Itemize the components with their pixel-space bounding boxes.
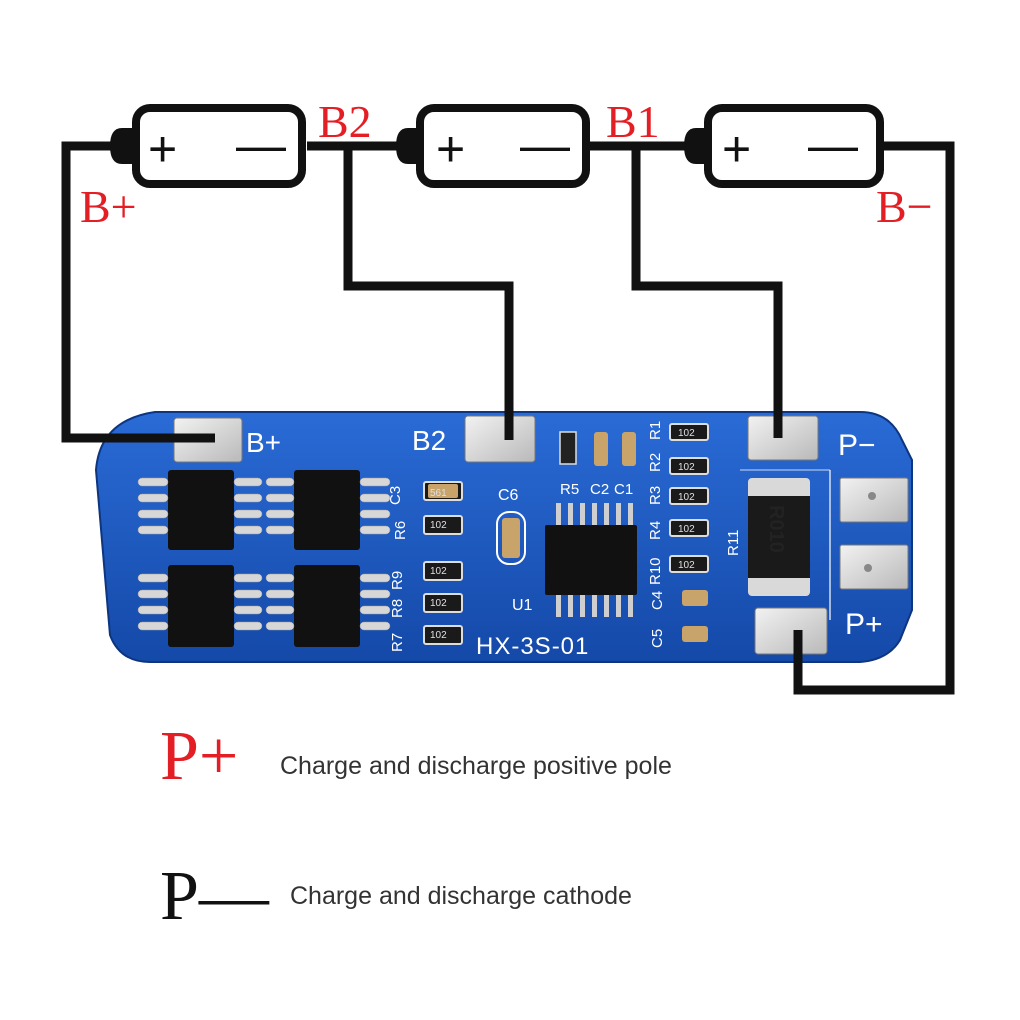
silk-u1: U1 <box>512 597 533 614</box>
pcb-pads <box>173 415 909 655</box>
battery-cell-3 <box>684 104 884 188</box>
silk-r7: R7 <box>389 633 406 652</box>
silk-c6: C6 <box>498 487 519 504</box>
wire-b2 <box>307 141 514 440</box>
cell-1-plus: + <box>148 121 177 177</box>
wire-b-minus <box>793 141 955 695</box>
silk-r9: R9 <box>389 571 406 590</box>
silk-r4: R4 <box>647 521 664 540</box>
silk-r3: R3 <box>647 486 664 505</box>
resistor-code: 102 <box>430 598 447 609</box>
smd-components <box>423 423 709 645</box>
board-model: HX-3S-01 <box>476 633 589 660</box>
wire-b1 <box>586 141 783 438</box>
pad-p-minus-2 <box>839 544 909 590</box>
resistor-code: 102 <box>430 630 447 641</box>
battery-cell-1 <box>110 104 306 188</box>
silk-b2: B2 <box>412 425 446 456</box>
silk-r11: R11 <box>725 530 742 556</box>
pad-p-plus <box>754 607 828 655</box>
pad-p-minus-1 <box>839 477 909 523</box>
legend-p-plus-text: Charge and discharge positive pole <box>280 752 672 780</box>
silk-p-plus: P+ <box>845 608 883 641</box>
silk-c2: C2 <box>590 481 609 498</box>
legend-p-plus-symbol: P+ <box>160 718 239 795</box>
cell-3-minus: — <box>808 117 858 173</box>
silk-c4: C4 <box>649 591 666 610</box>
pad-b1 <box>747 415 819 461</box>
battery-cell-2 <box>396 104 590 188</box>
cell-2-plus: + <box>436 121 465 177</box>
label-b-minus: B− <box>876 181 933 232</box>
pad-b2 <box>464 415 536 463</box>
silk-r6: R6 <box>392 521 409 540</box>
resistor-code: 102 <box>678 428 695 439</box>
resistor-code: 102 <box>678 560 695 571</box>
resistor-code: 102 <box>678 492 695 503</box>
resistor-code: 102 <box>430 566 447 577</box>
resistor-codes: 102 102 102 102 102 102 102 102 102 561 <box>430 428 695 641</box>
legend-p-minus-symbol: P— <box>160 858 269 935</box>
resistor-code: 102 <box>430 520 447 531</box>
wire-b-plus <box>61 141 215 443</box>
silk-r1: R1 <box>647 421 664 440</box>
resistor-code: 102 <box>678 524 695 535</box>
wires <box>61 141 955 695</box>
resistor-code: 561 <box>430 488 447 499</box>
cell-polarity-marks: + — + — + — <box>148 117 858 177</box>
silk-r10: R10 <box>647 557 664 585</box>
label-b-plus: B+ <box>80 181 137 232</box>
silk-r8: R8 <box>389 599 406 618</box>
label-b2: B2 <box>318 96 372 147</box>
node-labels: B+ B2 B1 B− <box>80 96 933 232</box>
silk-c3: C3 <box>387 486 404 505</box>
silk-c5: C5 <box>649 629 666 648</box>
silk-b-plus: B+ <box>246 427 281 458</box>
silk-r2: R2 <box>647 453 664 472</box>
control-ic-u1 <box>545 503 637 617</box>
capacitor-c6 <box>496 511 526 565</box>
shunt-label: R010 <box>765 505 787 553</box>
resistor-code: 102 <box>678 462 695 473</box>
silk-c1: C1 <box>614 481 633 498</box>
cell-2-minus: — <box>520 117 570 173</box>
mosfet-pins <box>137 477 391 631</box>
shunt-resistor: R010 <box>748 478 810 596</box>
silk-r5: R5 <box>560 481 579 498</box>
label-b1: B1 <box>606 96 660 147</box>
cell-3-plus: + <box>722 121 751 177</box>
cell-1-minus: — <box>236 117 286 173</box>
silk-p-minus: P− <box>838 429 876 462</box>
legend-p-minus-text: Charge and discharge cathode <box>290 882 632 910</box>
mosfet-chips <box>168 470 360 647</box>
